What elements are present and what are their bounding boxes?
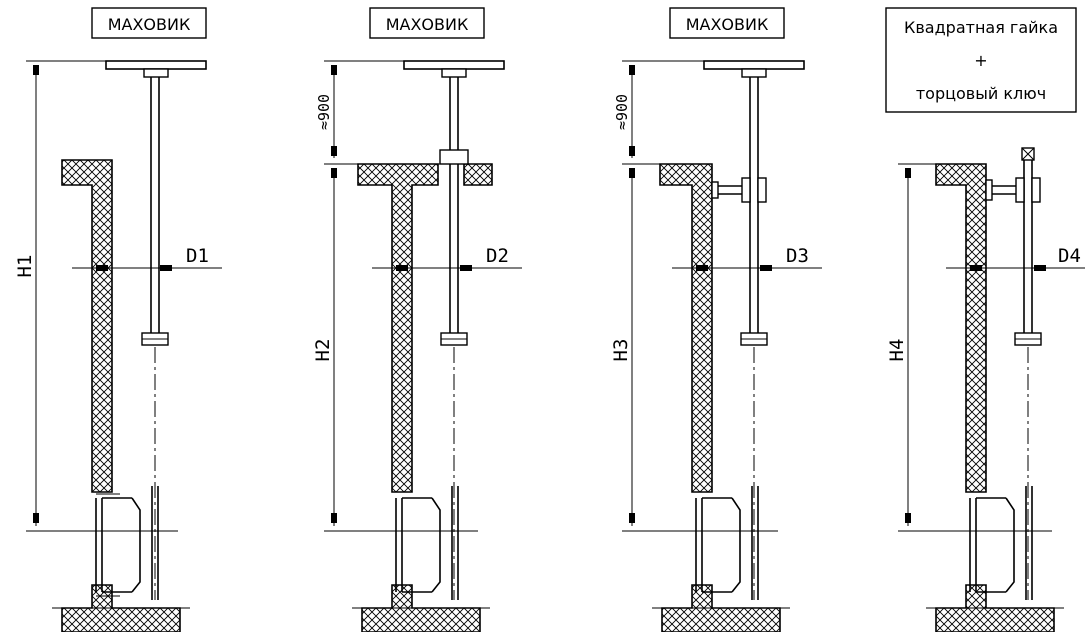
wall-1 (61, 159, 113, 493)
diameter-label-2: D2 (486, 245, 509, 267)
handwheel-label-1: МАХОВИК (108, 15, 191, 34)
height-label-2: H2 (312, 339, 334, 362)
wall-2 (357, 163, 439, 493)
handwheel-label-box-3 (669, 7, 785, 39)
handwheel-3 (703, 60, 805, 70)
handwheel-label-box-2 (369, 7, 485, 39)
wall-4 (935, 163, 987, 493)
extension-label-3: ≈900 (613, 94, 631, 130)
height-label-1: H1 (14, 255, 36, 278)
wall-3 (659, 163, 713, 493)
handwheel-label-3: МАХОВИК (686, 15, 769, 34)
diameter-label-1: D1 (186, 245, 209, 267)
handwheel-2 (403, 60, 505, 70)
variant-3: МАХОВИК ≈900 H3 (610, 7, 822, 632)
diameter-label-4: D4 (1058, 245, 1081, 267)
square-nut-label-line-3: торцовый ключ (916, 84, 1046, 103)
extension-label-2: ≈900 (315, 94, 333, 130)
diameter-label-3: D3 (786, 245, 809, 267)
square-nut-label-line-2: + (974, 51, 987, 70)
handwheel-label-2: МАХОВИК (386, 15, 469, 34)
height-label-3: H3 (610, 339, 632, 362)
height-label-4: H4 (886, 339, 908, 362)
handwheel-1 (105, 60, 207, 70)
variant-1: МАХОВИК H1 D1 (14, 7, 222, 632)
handwheel-label-box-1 (91, 7, 207, 39)
variant-4: Квадратная гайка + торцовый ключ H4 (885, 7, 1085, 632)
square-nut-label-box (885, 7, 1077, 113)
square-nut-label-line-1: Квадратная гайка (904, 18, 1058, 37)
variant-2: МАХОВИК ≈900 H2 (312, 7, 522, 632)
